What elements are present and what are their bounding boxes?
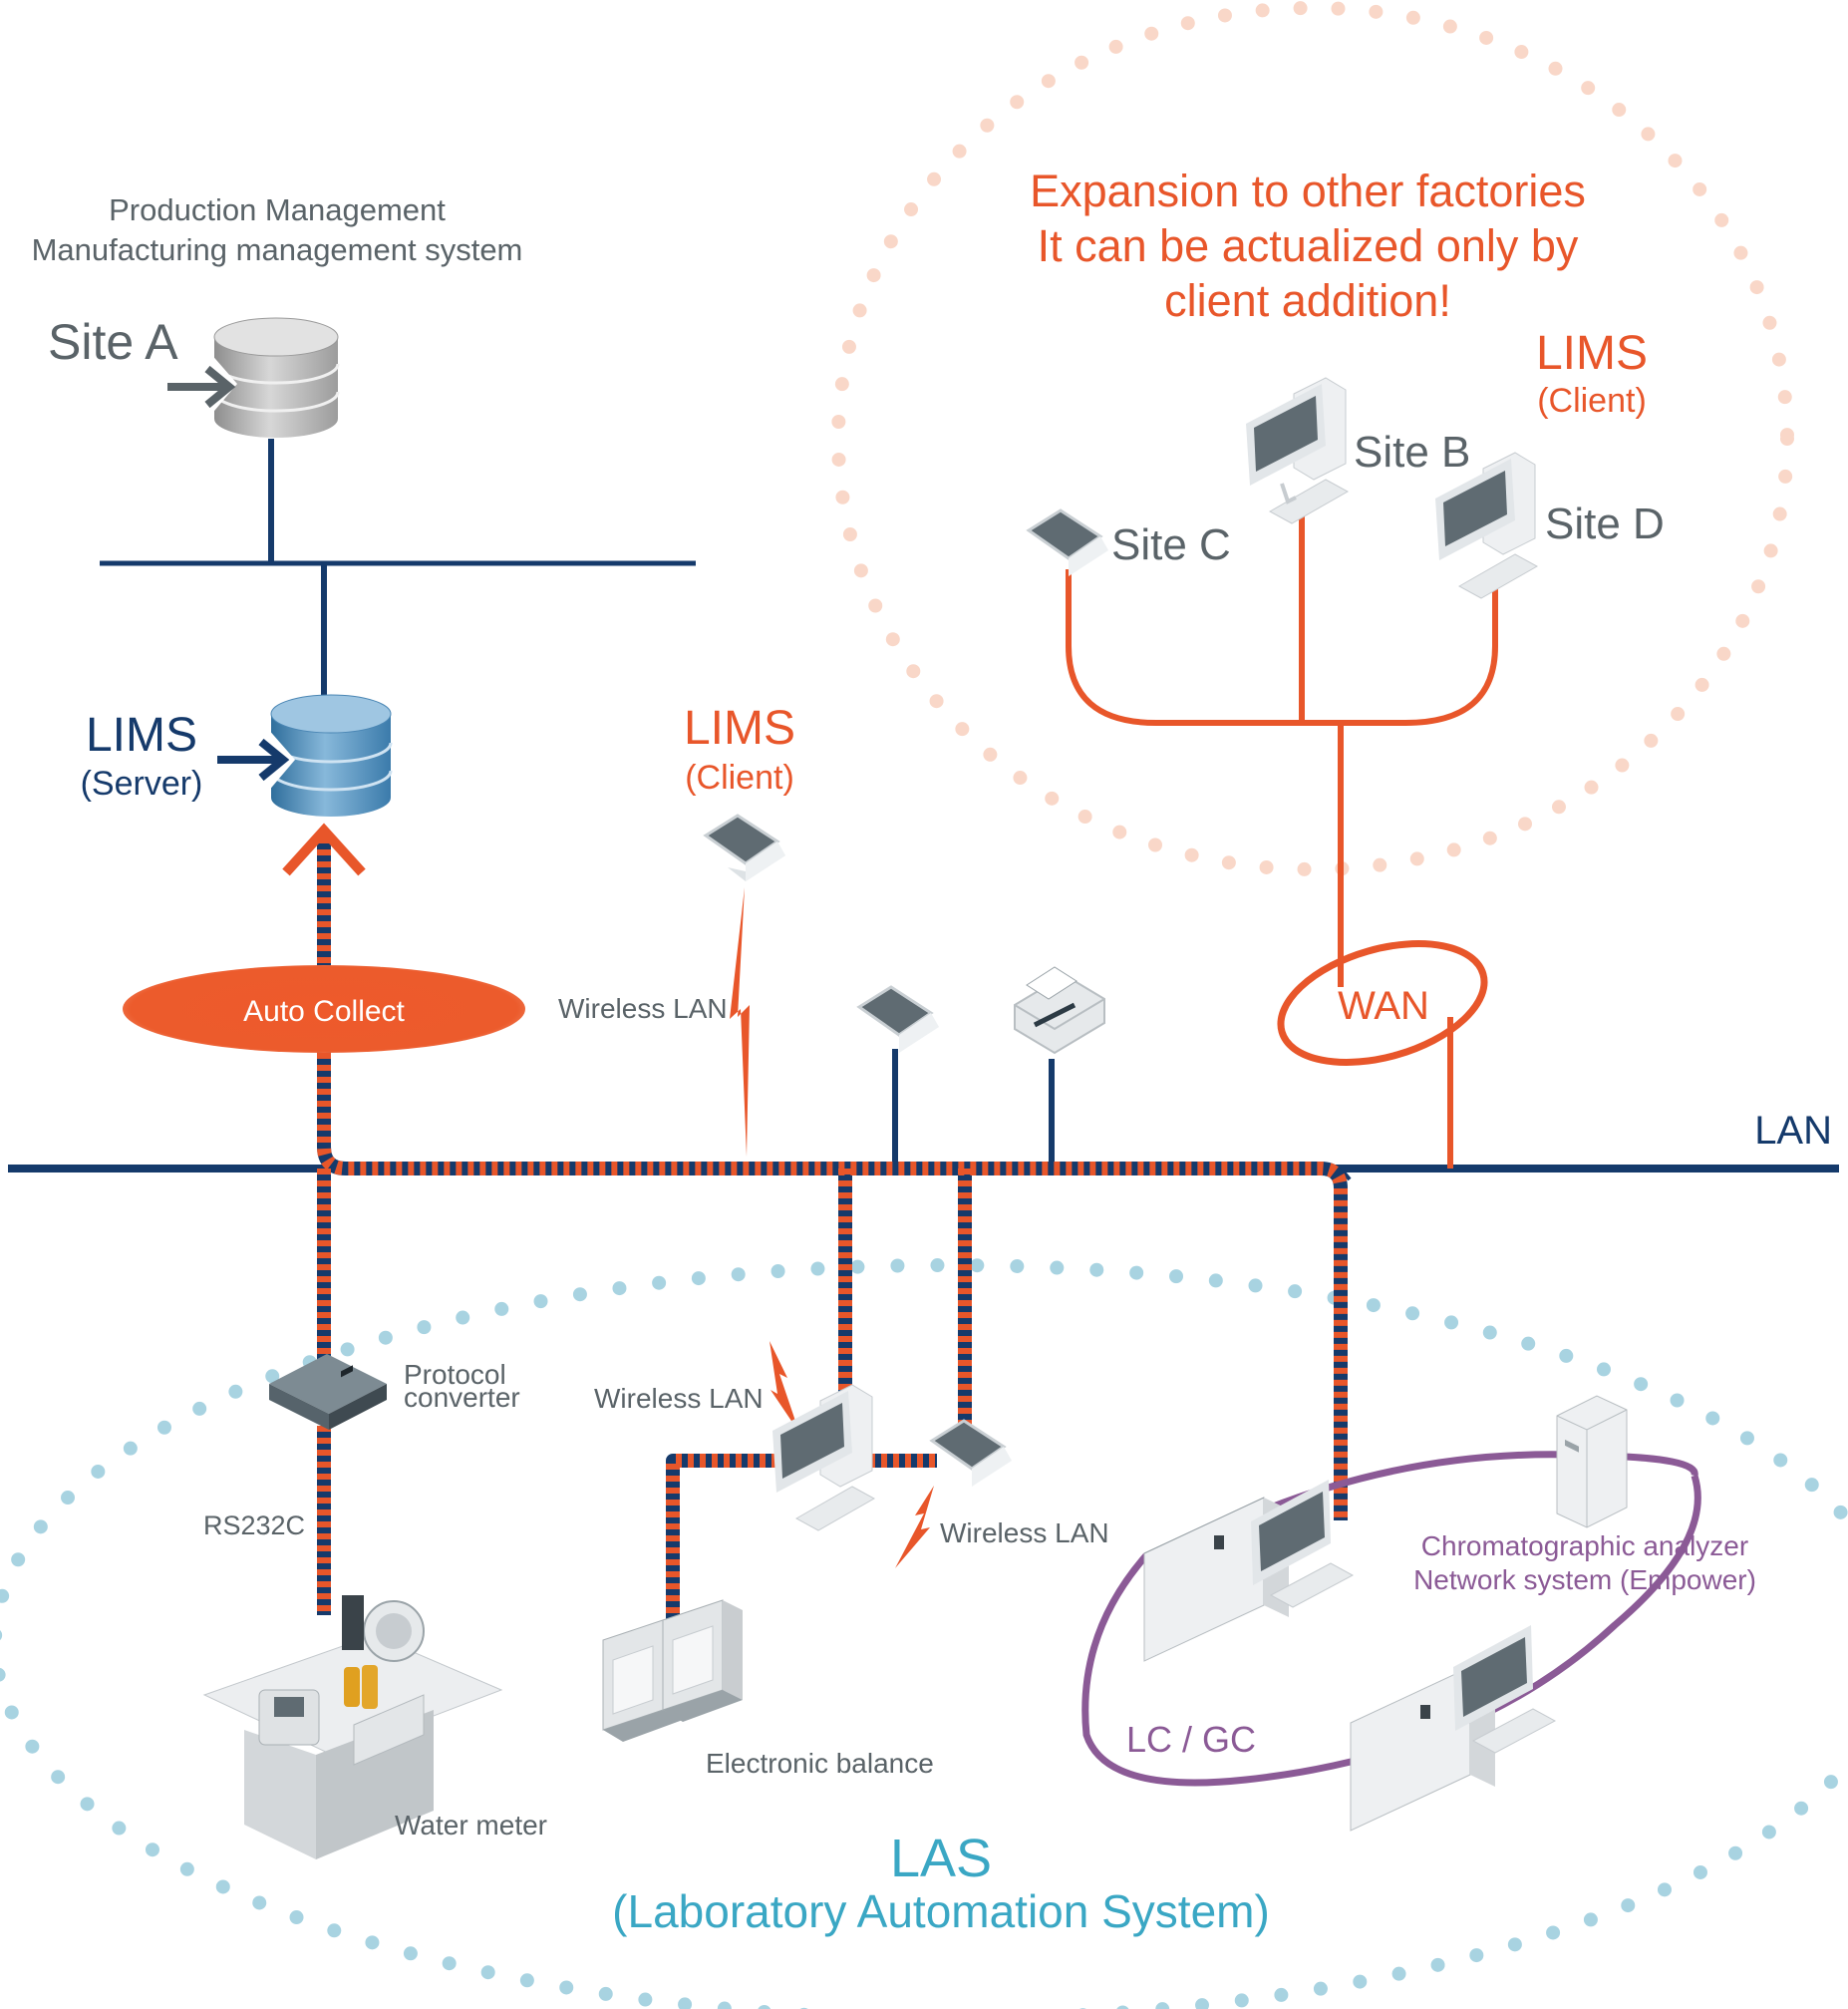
lims-server-title: LIMS bbox=[86, 709, 197, 762]
electronic-balance-label: Electronic balance bbox=[706, 1748, 934, 1779]
lightning-bolt-las-right bbox=[895, 1486, 934, 1568]
site-a-label: Site A bbox=[48, 314, 178, 370]
lims-server-sub: (Server) bbox=[81, 765, 203, 803]
lims-server-arrow-icon bbox=[217, 738, 290, 782]
lightning-bolt-las-left bbox=[770, 1341, 799, 1433]
water-meter-label: Water meter bbox=[395, 1810, 547, 1841]
expansion-line-2: It can be actualized only by bbox=[1038, 220, 1579, 271]
lims-server-database-icon bbox=[267, 694, 393, 817]
expansion-line-1: Expansion to other factories bbox=[1030, 166, 1586, 216]
desktop-icon-site-b bbox=[1246, 377, 1350, 524]
expansion-line-3: client addition! bbox=[1164, 275, 1451, 326]
site-a-database-icon bbox=[209, 317, 340, 438]
laptop-icon-lims-client bbox=[703, 814, 785, 881]
lims-client-mid-title: LIMS bbox=[684, 702, 795, 755]
protocol-converter-line-1: Protocol bbox=[404, 1359, 506, 1390]
auto-collect-badge bbox=[123, 965, 525, 1053]
chromatographic-line-1: Chromatographic analyzer bbox=[1421, 1530, 1748, 1561]
auto-collect-paths bbox=[317, 837, 1348, 1650]
lims-client-remote-sub: (Client) bbox=[1537, 382, 1647, 420]
protocol-converter-icon bbox=[269, 1354, 387, 1430]
wireless-lan-label-left: Wireless LAN bbox=[594, 1383, 764, 1414]
desktop-icon-site-d bbox=[1435, 452, 1539, 599]
laptop-icon-las bbox=[929, 1419, 1012, 1487]
lc-gc-monitor-1 bbox=[1251, 1480, 1355, 1608]
wan-label: WAN bbox=[1338, 984, 1429, 1028]
chromatographic-line-2: Network system (Empower) bbox=[1413, 1564, 1756, 1595]
las-subtitle: (Laboratory Automation System) bbox=[612, 1885, 1270, 1937]
site-c-label: Site C bbox=[1111, 520, 1231, 569]
site-d-label: Site D bbox=[1545, 500, 1665, 548]
lc-gc-monitor-2 bbox=[1453, 1625, 1557, 1754]
wireless-lan-label-top: Wireless LAN bbox=[558, 993, 728, 1024]
auto-collect-arrow bbox=[282, 823, 366, 876]
laptop-icon-lan bbox=[856, 985, 939, 1053]
protocol-converter-line-2: converter bbox=[404, 1382, 520, 1413]
laptop-icon-site-c bbox=[1026, 508, 1108, 576]
printer-icon bbox=[1014, 966, 1105, 1055]
auto-collect-label: Auto Collect bbox=[243, 995, 405, 1028]
lightning-bolt-mid bbox=[730, 887, 750, 1157]
production-line-2: Manufacturing management system bbox=[32, 232, 523, 267]
electronic-balance-icon bbox=[602, 1599, 743, 1742]
las-title: LAS bbox=[890, 1829, 992, 1888]
lims-client-remote-title: LIMS bbox=[1536, 327, 1648, 380]
wireless-lan-label-right: Wireless LAN bbox=[940, 1517, 1109, 1548]
empower-server-icon bbox=[1556, 1395, 1628, 1528]
lims-client-mid-sub: (Client) bbox=[685, 759, 794, 797]
lan-label: LAN bbox=[1754, 1109, 1832, 1153]
site-a-arrow-icon bbox=[167, 365, 236, 409]
water-meter-icon bbox=[202, 1595, 503, 1859]
site-b-label: Site B bbox=[1354, 428, 1470, 477]
lc-gc-label: LC / GC bbox=[1126, 1719, 1256, 1760]
desktop-icon-las bbox=[772, 1384, 876, 1531]
expansion-boundary bbox=[831, 1, 1794, 876]
wan-links bbox=[1066, 516, 1498, 1169]
production-line-1: Production Management bbox=[109, 192, 446, 227]
rs232c-label: RS232C bbox=[203, 1510, 305, 1540]
